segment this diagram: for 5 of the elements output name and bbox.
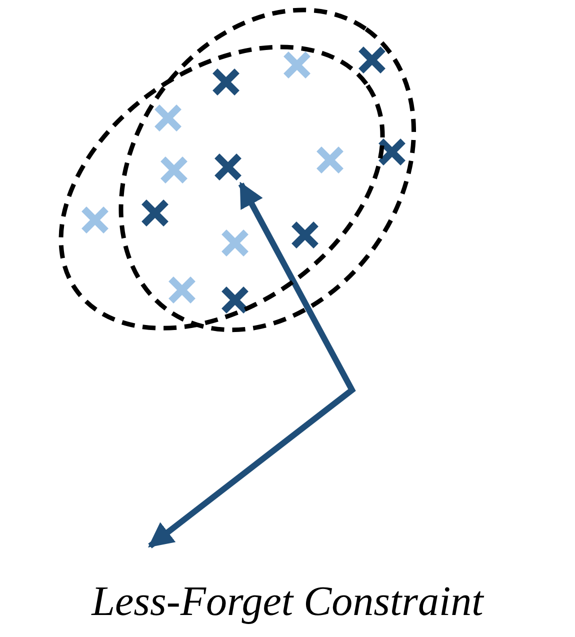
dashed-ellipse <box>59 45 385 331</box>
dashed-ellipse <box>118 8 416 332</box>
caption-text: Less-Forget Constraint <box>90 578 485 626</box>
cross-marker <box>213 152 243 182</box>
arrow <box>148 182 356 548</box>
